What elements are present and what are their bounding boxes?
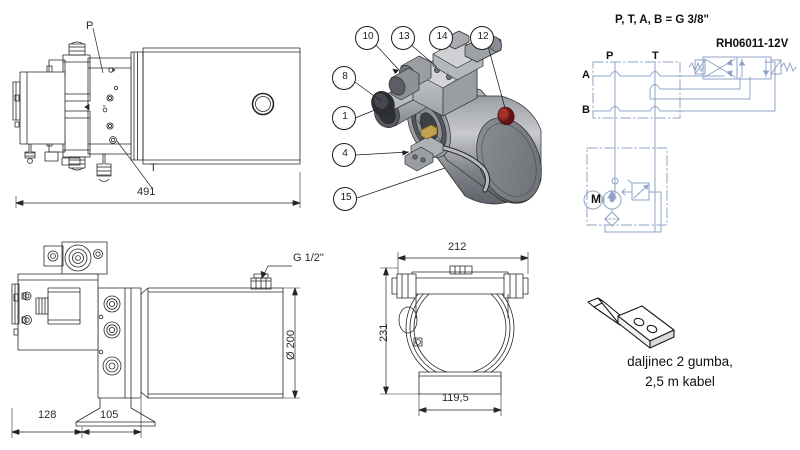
balloon-13: 13 xyxy=(398,31,410,42)
balloon-10: 10 xyxy=(362,31,374,42)
schematic-port-spec: P, T, A, B = G 3/8" xyxy=(615,14,709,26)
dimension-119-5: 119,5 xyxy=(442,392,469,404)
dimension-231: 231 xyxy=(378,323,390,342)
dimension-491: 491 xyxy=(137,186,156,198)
schematic-label-b: B xyxy=(582,104,590,116)
balloon-4: 4 xyxy=(342,148,348,159)
front-elevation-view: G 1/2" 128 105 Ø 200 xyxy=(0,232,324,450)
side-elevation-view: P T 491 xyxy=(0,0,320,215)
motor-symbol-label: M xyxy=(591,192,601,206)
dimension-212: 212 xyxy=(448,241,467,253)
balloon-14: 14 xyxy=(436,31,448,42)
dimension-105: 105 xyxy=(100,409,119,421)
remote-caption-line2: 2,5 m kabel xyxy=(645,374,715,389)
schematic-label-t: T xyxy=(652,50,659,62)
balloon-8: 8 xyxy=(342,71,348,82)
fill-port-label: G 1/2" xyxy=(293,252,324,264)
valve-model-label: RH06011-12V xyxy=(716,38,789,50)
dimension-128: 128 xyxy=(38,409,57,421)
dimension-diameter-200: Ø 200 xyxy=(285,330,297,360)
remote-caption-line1: daljinec 2 gumba, xyxy=(627,354,733,369)
port-label-p: P xyxy=(86,20,94,32)
remote-control-illustration: daljinec 2 gumba, 2,5 m kabel xyxy=(570,290,790,400)
hydraulic-schematic: P, T, A, B = G 3/8" RH06011-12V P T A B … xyxy=(575,0,800,235)
port-label-t: T xyxy=(150,162,157,174)
balloon-15: 15 xyxy=(340,192,352,203)
balloon-1: 1 xyxy=(342,111,348,122)
end-elevation-view: 212 231 119,5 xyxy=(372,240,562,430)
isometric-3d-view: 10 13 14 12 8 1 4 15 xyxy=(325,0,575,225)
balloon-12: 12 xyxy=(477,31,489,42)
schematic-label-p: P xyxy=(606,50,614,62)
schematic-label-a: A xyxy=(582,69,590,81)
